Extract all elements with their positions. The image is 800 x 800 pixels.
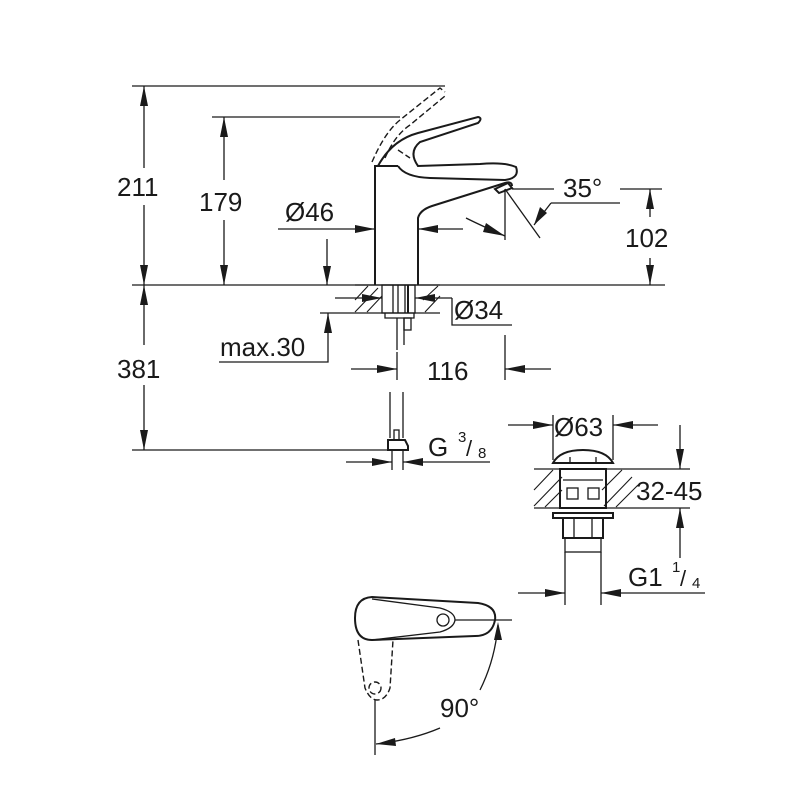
lever-top-outline bbox=[353, 595, 497, 642]
dimension-label-211: 211 bbox=[117, 172, 158, 202]
dimension-label-381: 381 bbox=[117, 354, 160, 384]
dimension-label-thread-g: G bbox=[428, 432, 448, 462]
popup-waste-view bbox=[533, 448, 690, 605]
svg-text:/: / bbox=[680, 566, 687, 591]
lever-raised-outline-a bbox=[371, 87, 446, 163]
aerator bbox=[493, 181, 514, 195]
dimension-label-thread-num: 3 bbox=[458, 429, 466, 446]
dimension-label-diameter-63: Ø63 bbox=[554, 412, 603, 442]
dimension-label-thread-den: 8 bbox=[478, 445, 486, 462]
supply-hose-lower bbox=[389, 392, 404, 438]
hose-nut bbox=[387, 439, 409, 451]
waste-cap bbox=[551, 448, 615, 464]
dimension-diameter-34: Ø34 bbox=[335, 294, 512, 326]
faucet-side-view bbox=[132, 85, 665, 470]
dimension-label-32-45: 32-45 bbox=[636, 476, 703, 506]
dimension-label-waste-thread-num: 1 bbox=[672, 559, 680, 576]
dimension-thread-g114: G1 1 / 4 bbox=[518, 559, 705, 597]
waste-body bbox=[559, 468, 607, 509]
dimension-label-thread-g1: G1 bbox=[628, 562, 663, 592]
lever-pivot bbox=[436, 613, 450, 627]
dimension-diameter-63: Ø63 bbox=[508, 412, 658, 460]
dimension-label-179: 179 bbox=[199, 187, 242, 217]
dimension-116: 116 bbox=[351, 335, 551, 386]
faucet-body-left bbox=[374, 165, 398, 285]
supply-hose-upper bbox=[396, 318, 405, 350]
dimension-label-diameter-46: Ø46 bbox=[285, 197, 334, 227]
dimension-32-45: 32-45 bbox=[636, 425, 703, 558]
dimension-label-116: 116 bbox=[427, 356, 468, 386]
svg-text:/: / bbox=[466, 436, 473, 461]
dimension-angle-35: 35° bbox=[465, 173, 620, 240]
lever-top-view: 90° bbox=[353, 595, 512, 755]
dimension-102: 102 bbox=[620, 188, 668, 285]
dimension-label-angle-35: 35° bbox=[563, 173, 602, 203]
dimension-max-30: max.30 bbox=[219, 312, 355, 363]
dimension-179: 179 bbox=[199, 117, 242, 285]
dimension-diameter-46: Ø46 bbox=[278, 197, 463, 285]
dimension-label-max-30: max.30 bbox=[220, 332, 305, 362]
dimension-label-diameter-34: Ø34 bbox=[454, 295, 503, 325]
dimension-label-waste-thread-den: 4 bbox=[692, 575, 700, 592]
waste-countertop-hatch bbox=[533, 469, 639, 508]
waste-nut bbox=[562, 517, 604, 539]
dimension-label-angle-90: 90° bbox=[440, 693, 479, 723]
lever-raised-outline-c bbox=[397, 149, 411, 159]
dimension-211: 211 bbox=[117, 86, 158, 285]
lever-rotated-outline bbox=[357, 639, 394, 701]
lever-handle bbox=[377, 115, 518, 182]
lever-raised-outline-b bbox=[384, 95, 446, 159]
dimension-thread-g38: G 3 / 8 bbox=[346, 429, 490, 466]
dimension-381: 381 bbox=[117, 285, 388, 451]
dimension-label-102: 102 bbox=[625, 223, 668, 253]
faucet-spout-lower bbox=[417, 181, 513, 285]
